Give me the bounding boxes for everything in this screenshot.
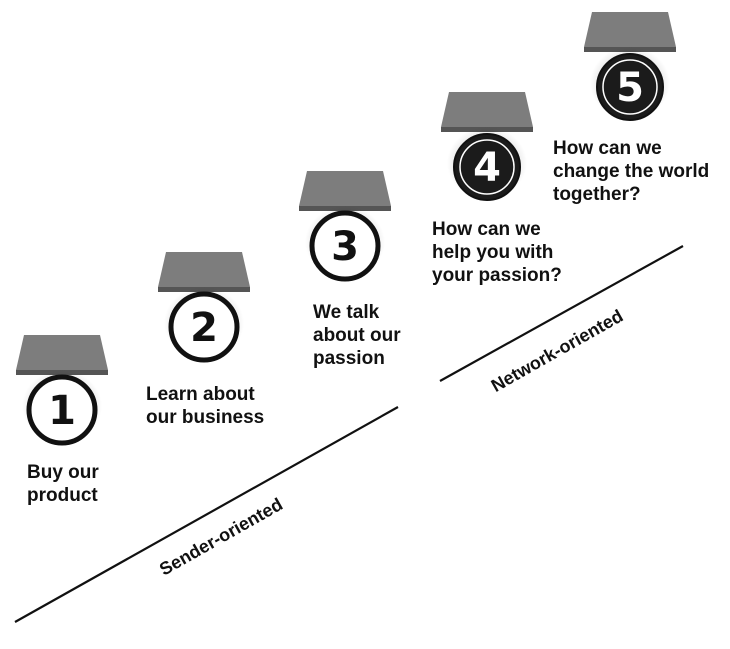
platform-1 bbox=[16, 335, 108, 370]
network-axis-line bbox=[439, 245, 684, 382]
step-label-5: How can we change the world together? bbox=[553, 138, 710, 205]
number-circle-3 bbox=[309, 210, 381, 282]
step-label-4: How can we help you with your passion? bbox=[432, 219, 562, 286]
network-oriented-label: Network-oriented bbox=[488, 306, 627, 396]
platform-2 bbox=[158, 252, 250, 287]
step-4: 4 bbox=[441, 92, 533, 201]
number-circle-4 bbox=[453, 133, 521, 201]
step-5: 5 bbox=[584, 12, 676, 121]
step-2: 2 bbox=[158, 252, 250, 363]
sender-axis-line bbox=[14, 406, 399, 623]
number-circle-5 bbox=[596, 53, 664, 121]
step-1: 1 bbox=[16, 335, 108, 446]
number-ring-5 bbox=[602, 59, 658, 115]
number-ring-4 bbox=[459, 139, 515, 195]
step-number-1: 1 bbox=[48, 388, 76, 434]
step-label-1: Buy our product bbox=[27, 462, 99, 506]
number-circle-1 bbox=[26, 374, 98, 446]
step-label-2: Learn about our business bbox=[146, 384, 265, 428]
step-number-4: 4 bbox=[473, 145, 501, 191]
platform-3 bbox=[299, 171, 391, 206]
platform-4 bbox=[441, 92, 533, 127]
steps-layer: 1 2 3 4 5 bbox=[16, 12, 676, 446]
step-number-3: 3 bbox=[331, 224, 359, 270]
step-label-3: We talk about our passion bbox=[313, 302, 401, 369]
step-3: 3 bbox=[299, 171, 391, 282]
number-circle-2 bbox=[168, 291, 240, 363]
platform-5 bbox=[584, 12, 676, 47]
step-number-5: 5 bbox=[616, 65, 644, 111]
step-number-2: 2 bbox=[190, 305, 218, 351]
